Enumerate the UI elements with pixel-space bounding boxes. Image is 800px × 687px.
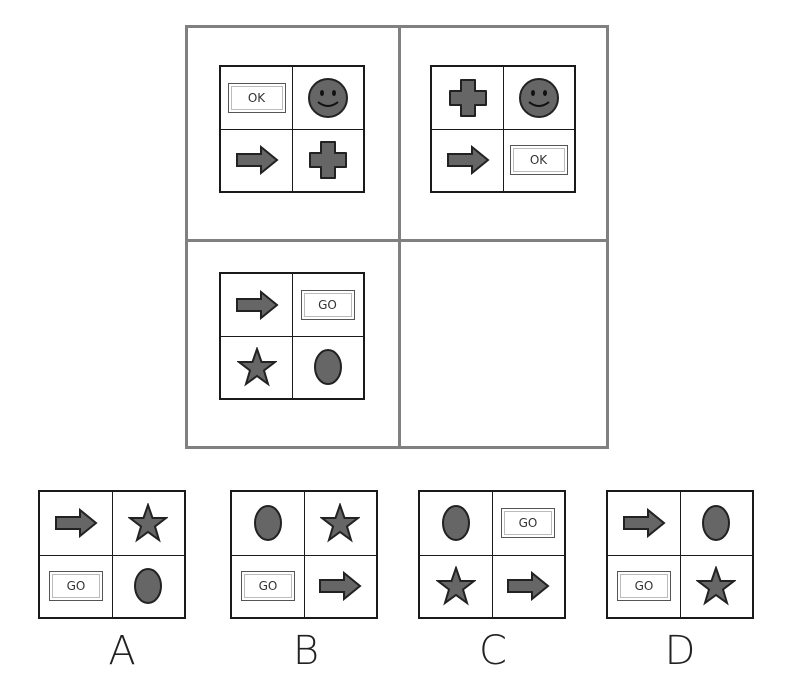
ok-label-icon: OK (509, 145, 568, 175)
arrow-right-icon (235, 145, 279, 175)
oval-icon (133, 567, 163, 605)
option-b[interactable]: GO (230, 490, 378, 619)
oval-icon (253, 504, 283, 542)
option-c[interactable]: GO (418, 490, 566, 619)
ok-label-icon: OK (227, 83, 286, 113)
cross-icon (308, 140, 348, 180)
matrix-cell-top-right: OK (430, 65, 576, 193)
arrow-right-icon (622, 508, 666, 538)
option-c-label[interactable]: C (479, 628, 507, 674)
star-icon (696, 566, 736, 606)
oval-icon (313, 348, 343, 386)
star-icon (237, 347, 277, 387)
arrow-right-icon (446, 145, 490, 175)
arrow-right-icon (235, 290, 279, 320)
star-icon (320, 503, 360, 543)
arrow-right-icon (54, 508, 98, 538)
go-label-icon: GO (617, 570, 671, 601)
option-a[interactable]: GO (38, 490, 186, 619)
cross-icon (448, 78, 488, 118)
matrix-cell-top-left: OK (219, 65, 365, 193)
star-icon (128, 503, 168, 543)
oval-icon (441, 504, 471, 542)
arrow-right-icon (506, 571, 550, 601)
star-icon (436, 566, 476, 606)
go-label-icon: GO (241, 570, 295, 601)
go-label-icon: GO (300, 290, 355, 320)
option-b-label[interactable]: B (292, 628, 320, 674)
smiley-icon (307, 77, 349, 119)
option-a-label[interactable]: A (108, 628, 136, 674)
puzzle-matrix: OK OK GO (185, 25, 609, 449)
matrix-divider-vertical (398, 28, 401, 446)
go-label-icon: GO (49, 570, 103, 601)
oval-icon (701, 504, 731, 542)
option-d[interactable]: GO (606, 490, 754, 619)
matrix-divider-horizontal (188, 239, 606, 242)
matrix-cell-missing (401, 242, 606, 446)
arrow-right-icon (318, 571, 362, 601)
matrix-cell-bottom-left: GO (219, 272, 365, 400)
smiley-icon (518, 77, 560, 119)
option-d-label[interactable]: D (664, 628, 696, 674)
go-label-icon: GO (501, 508, 555, 539)
